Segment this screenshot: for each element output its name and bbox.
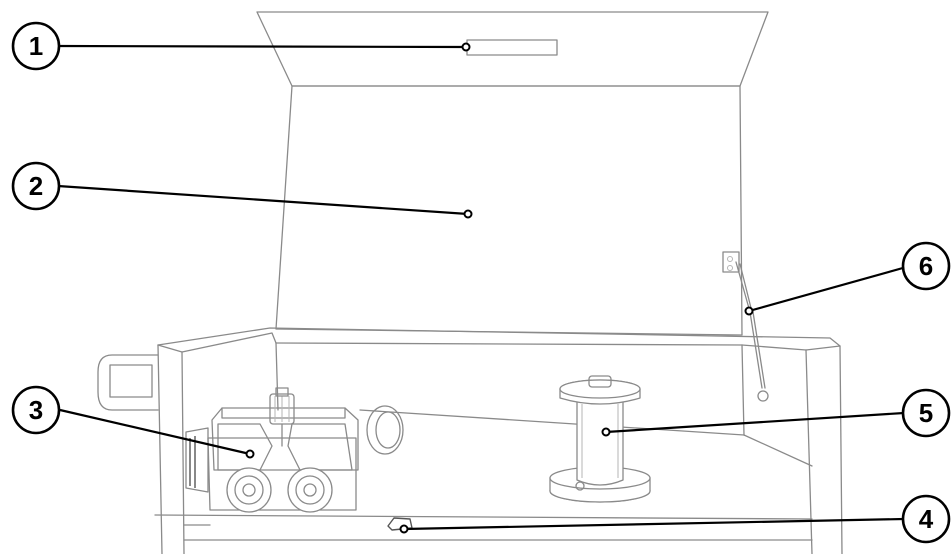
callout-2-label: 2 xyxy=(29,171,43,201)
spool-holder xyxy=(549,375,651,503)
leader-dots xyxy=(245,42,754,534)
leader-lines xyxy=(57,44,911,531)
leader-5 xyxy=(605,411,905,434)
callout-4-label: 4 xyxy=(919,504,934,534)
callout-6-label: 6 xyxy=(919,251,933,281)
open-lid xyxy=(256,11,769,336)
leader-2 xyxy=(57,184,469,216)
callout-1-label: 1 xyxy=(29,31,43,61)
leader-3 xyxy=(59,408,251,456)
gas-strut xyxy=(722,251,769,402)
housing xyxy=(154,327,843,554)
callout-3: 3 xyxy=(11,385,61,435)
callout-3-label: 3 xyxy=(29,395,43,425)
side-handle xyxy=(97,354,159,411)
floor-fitting xyxy=(387,517,413,531)
callout-4: 4 xyxy=(901,494,951,544)
callout-6: 6 xyxy=(901,241,951,291)
leader-1 xyxy=(57,44,467,49)
callout-5: 5 xyxy=(901,388,951,438)
leader-6 xyxy=(748,264,911,313)
callout-1: 1 xyxy=(11,21,61,71)
drive-unit xyxy=(185,387,404,513)
leader-4 xyxy=(403,517,905,531)
lid-handle xyxy=(466,39,558,56)
callout-2: 2 xyxy=(11,161,61,211)
callout-5-label: 5 xyxy=(919,398,933,428)
